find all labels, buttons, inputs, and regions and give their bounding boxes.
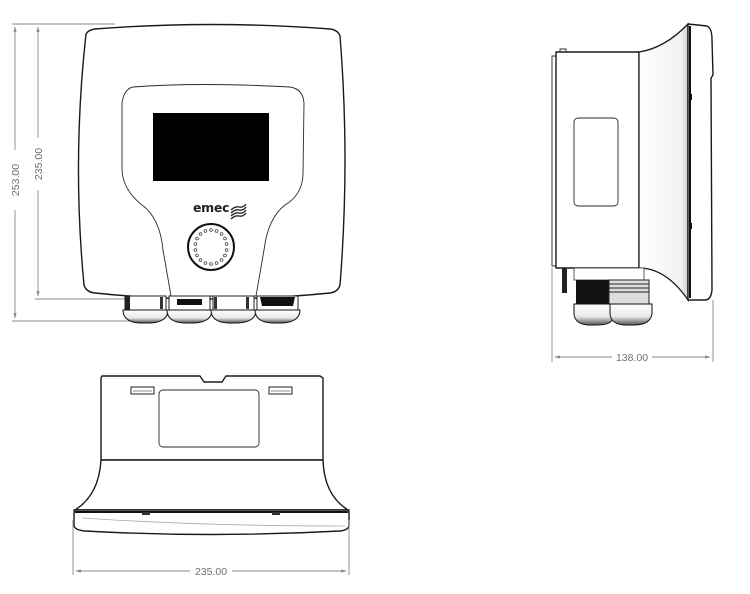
bottom-label-recess <box>158 389 260 448</box>
rear-box <box>100 375 324 461</box>
bottom-view: 235.00 <box>72 375 350 578</box>
front-flare <box>638 22 689 303</box>
cable-gland-3 <box>210 295 257 324</box>
overall-height-label: 253.00 <box>10 164 22 196</box>
side-view: 138.00 <box>551 22 714 364</box>
vent-slot-right <box>268 386 293 395</box>
depth-label: 138.00 <box>616 352 648 364</box>
side-cable-glands <box>562 267 653 326</box>
dimension-body-height: 235.00 <box>33 23 125 300</box>
bottom-front-rim <box>73 509 350 536</box>
cable-gland-1 <box>122 295 169 324</box>
cable-glands <box>122 295 301 324</box>
top-clip <box>559 48 567 52</box>
cable-gland-4 <box>254 295 301 324</box>
width-label: 235.00 <box>195 566 227 578</box>
side-label-recess <box>573 117 619 207</box>
dimension-depth: 138.00 <box>551 268 714 364</box>
body-height-label: 235.00 <box>33 148 45 180</box>
dimension-overall-height: 253.00 <box>10 23 130 322</box>
brand-logo-text: emec <box>193 200 229 215</box>
waves-icon <box>230 203 247 220</box>
rear-housing <box>555 51 640 269</box>
cable-gland-2 <box>166 295 213 324</box>
emec-logo: emec <box>193 200 247 220</box>
display-screen <box>153 113 269 181</box>
front-view: 253.00 235.00 emec <box>10 23 346 324</box>
front-bezel <box>687 23 714 301</box>
vent-slot-left <box>130 386 155 395</box>
bottom-flare <box>74 459 349 511</box>
dimension-width: 235.00 <box>72 520 350 578</box>
rotary-knob <box>187 223 235 271</box>
knob-dots-icon <box>193 228 229 266</box>
